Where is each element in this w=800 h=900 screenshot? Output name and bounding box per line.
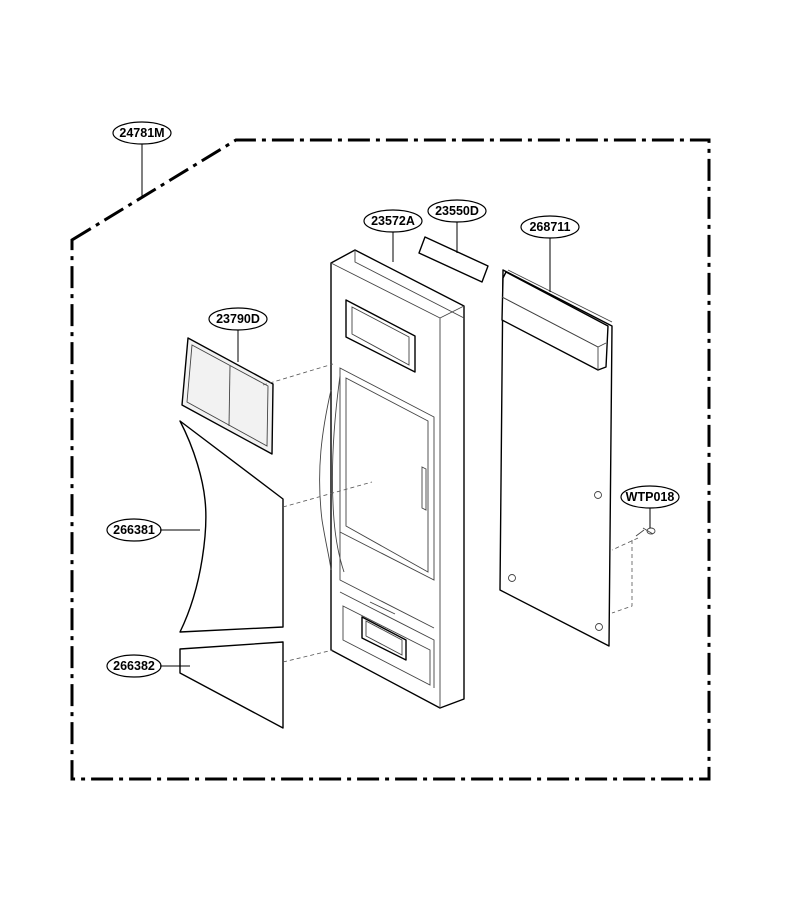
label-screw-text: WTP018 bbox=[626, 490, 675, 504]
label-pcb: 268711 bbox=[520, 215, 580, 239]
assembly-boundary bbox=[70, 138, 711, 781]
window-part bbox=[181, 337, 274, 455]
label-window-text: 23790D bbox=[216, 312, 260, 326]
label-overlay-lower-text: 266382 bbox=[113, 659, 155, 673]
label-screw: WTP018 bbox=[620, 485, 680, 509]
sheet-part bbox=[418, 236, 489, 283]
label-front-panel: 23572A bbox=[363, 209, 423, 233]
leader-lines bbox=[141, 144, 651, 667]
overlay-upper-part bbox=[179, 420, 284, 633]
label-sheet-text: 23550D bbox=[435, 204, 479, 218]
label-window: 23790D bbox=[208, 307, 268, 331]
screw-part bbox=[635, 527, 656, 537]
label-overlay-upper: 266381 bbox=[106, 518, 162, 542]
overlay-lower-part bbox=[179, 641, 284, 729]
label-overlay-upper-text: 266381 bbox=[113, 523, 155, 537]
label-overlay-lower: 266382 bbox=[106, 654, 162, 678]
label-sheet: 23550D bbox=[427, 199, 487, 223]
label-pcb-text: 268711 bbox=[529, 220, 570, 234]
front-panel-part bbox=[319, 249, 465, 709]
label-assembly-text: 24781M bbox=[119, 126, 164, 140]
label-front-panel-text: 23572A bbox=[371, 214, 415, 228]
pcb-part bbox=[499, 269, 613, 647]
assembly-guides bbox=[262, 363, 639, 663]
label-assembly: 24781M bbox=[112, 121, 172, 145]
